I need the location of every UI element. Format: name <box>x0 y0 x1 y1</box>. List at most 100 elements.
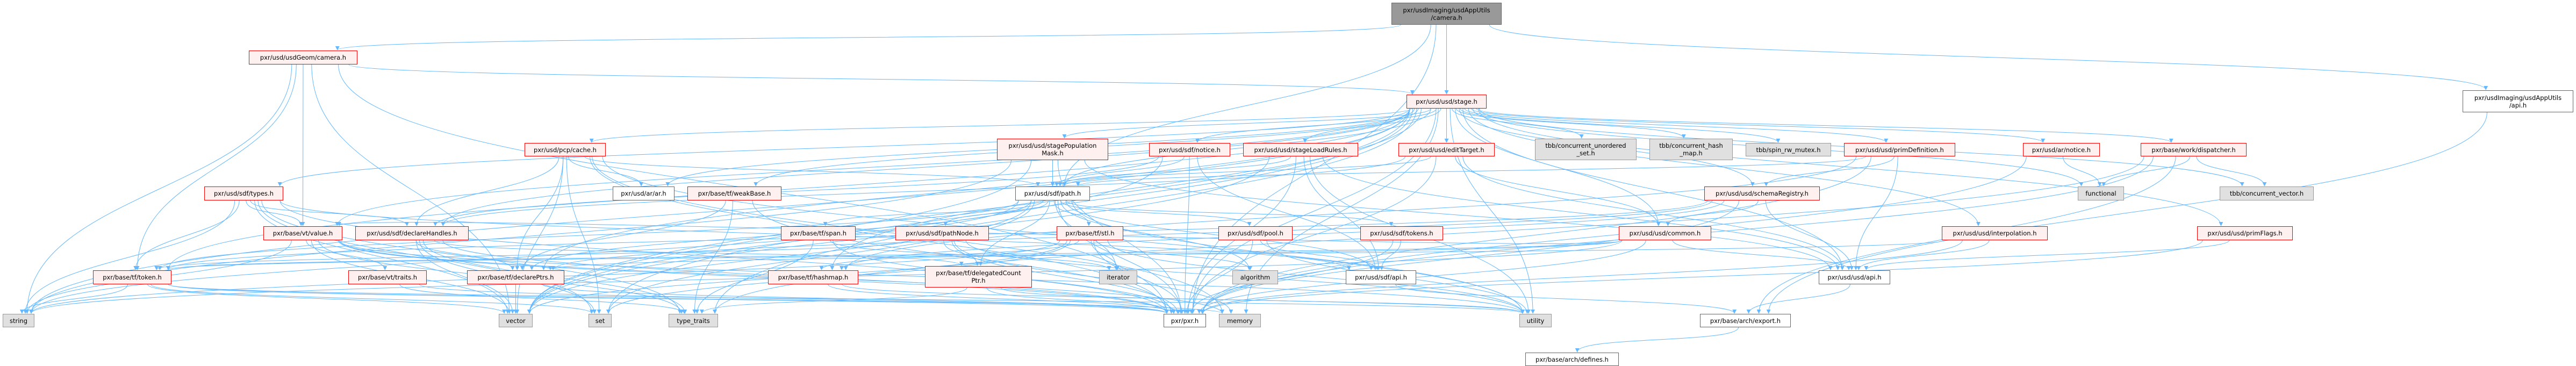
edge-edit-to-pxr <box>1190 156 1437 314</box>
edge-types-to-type_traits <box>261 200 682 314</box>
edge-stage-to-type_traits <box>713 108 1417 314</box>
node-common[interactable]: pxr/usd/usd/common.h <box>1619 226 1711 240</box>
edge-stage-to-slr <box>1303 108 1441 143</box>
edge-dcp-to-pxr <box>986 287 1181 314</box>
edge-stage-to-hashmap <box>830 108 1422 270</box>
node-span[interactable]: pxr/base/tf/span.h <box>781 226 856 240</box>
edge-tokens-to-sdfapi <box>1379 240 1401 270</box>
node-tbbus: tbb/concurrent_unordered _set.h <box>1535 139 1637 160</box>
edge-types-to-vector <box>254 200 510 314</box>
edge-stage-to-disp <box>1476 108 2173 143</box>
edge-slr-to-usdapi <box>1322 156 1840 270</box>
edge-types-to-declh <box>250 200 410 226</box>
edge-ugcam-to-string <box>25 64 292 314</box>
node-uaapi[interactable]: pxr/usdImaging/usdAppUtils /api.h <box>2463 90 2573 112</box>
edge-cache-to-declp <box>515 156 564 270</box>
edge-stage-to-cache <box>590 108 1412 143</box>
node-primflags[interactable]: pxr/usd/usd/primFlags.h <box>2197 226 2293 240</box>
edge-path-to-tokens <box>1066 200 1394 226</box>
node-vector: vector <box>499 314 533 327</box>
edge-span-to-iterator <box>830 240 1111 270</box>
node-export[interactable]: pxr/base/arch/export.h <box>1700 314 1791 327</box>
node-defines[interactable]: pxr/base/arch/defines.h <box>1525 353 1619 366</box>
edge-sdfnotice-to-pxr <box>1182 156 1190 314</box>
node-spm[interactable]: pxr/usd/usd/stagePopulation Mask.h <box>997 139 1108 160</box>
node-set: set <box>589 314 612 327</box>
node-sdfapi[interactable]: pxr/usd/sdf/api.h <box>1346 270 1416 284</box>
node-tbbvec: tbb/concurrent_vector.h <box>2220 186 2314 200</box>
edge-pool-to-pxr <box>1185 240 1253 314</box>
node-stl[interactable]: pxr/base/tf/stl.h <box>1057 226 1123 240</box>
edge-sdfnotice-to-declh <box>433 156 1159 226</box>
edge-pathnode-to-pxr <box>951 240 1180 314</box>
edge-cache-to-path <box>584 156 1041 186</box>
node-arnotice[interactable]: pxr/usd/ar/notice.h <box>2023 143 2100 156</box>
node-dcp[interactable]: pxr/base/tf/delegatedCount Ptr.h <box>925 266 1032 288</box>
node-pathnode[interactable]: pxr/usd/sdf/pathNode.h <box>895 226 989 240</box>
node-path[interactable]: pxr/usd/sdf/path.h <box>1015 186 1090 200</box>
edge-slr-to-sdfapi <box>1303 156 1381 270</box>
edge-pathnode-to-token <box>154 240 910 270</box>
edge-root-to-uaapi <box>1489 24 2488 90</box>
node-pxr[interactable]: pxr/pxr.h <box>1164 314 1206 327</box>
edge-disp-to-tbbvec <box>2196 156 2267 186</box>
edge-stage-to-primflags <box>1478 108 2223 226</box>
node-declh[interactable]: pxr/usd/sdf/declareHandles.h <box>355 226 469 240</box>
edge-span-to-type_traits <box>694 240 814 314</box>
edge-sdfnotice-to-path <box>1054 156 1185 186</box>
edge-primdef-to-path <box>1076 156 1866 186</box>
node-string: string <box>3 314 34 327</box>
node-value[interactable]: pxr/base/vt/value.h <box>263 226 342 240</box>
node-slr[interactable]: pxr/usd/usd/stageLoadRules.h <box>1243 143 1358 156</box>
node-hashmap[interactable]: pxr/base/tf/hashmap.h <box>768 270 858 284</box>
node-utility: utility <box>1519 314 1552 327</box>
edge-common-to-token <box>166 240 1623 270</box>
edge-path-to-utility <box>1071 200 1525 314</box>
node-schema[interactable]: pxr/usd/usd/schemaRegistry.h <box>1704 186 1820 200</box>
node-primdef[interactable]: pxr/usd/usd/primDefinition.h <box>1844 143 1955 156</box>
edge-stage-to-arnotice <box>1470 108 2045 143</box>
node-tokens[interactable]: pxr/usd/sdf/tokens.h <box>1360 226 1443 240</box>
edge-cache-to-set <box>566 156 601 314</box>
node-sdfnotice[interactable]: pxr/usd/sdf/notice.h <box>1149 143 1230 156</box>
node-types[interactable]: pxr/usd/sdf/types.h <box>204 186 283 200</box>
node-disp[interactable]: pxr/base/work/dispatcher.h <box>2141 143 2247 156</box>
node-interp[interactable]: pxr/usd/usd/interpolation.h <box>1942 226 2048 240</box>
node-ugcam[interactable]: pxr/usd/usdGeom/camera.h <box>249 51 357 64</box>
edge-pool-to-sdfapi <box>1260 240 1380 270</box>
edge-export-to-defines <box>1575 327 1739 353</box>
edge-spm-to-usdapi <box>1084 160 1833 270</box>
edge-dcp-to-type_traits <box>700 287 967 314</box>
node-algorithm: algorithm <box>1232 270 1278 284</box>
edge-edit-to-path <box>1062 156 1431 186</box>
edge-tokens-to-pxr <box>1189 240 1394 314</box>
node-stage[interactable]: pxr/usd/usd/stage.h <box>1407 95 1487 109</box>
edge-sdfnotice-to-sdfapi <box>1197 156 1377 270</box>
edge-edit-to-declh <box>441 156 1405 226</box>
edge-schema-to-declp <box>551 200 1713 270</box>
node-traits[interactable]: pxr/base/vt/traits.h <box>348 270 427 284</box>
edge-value-to-traits <box>306 240 388 270</box>
edge-stage-to-spm <box>1062 108 1431 139</box>
edge-path-to-dcp <box>978 200 1050 266</box>
node-declp[interactable]: pxr/base/tf/declarePtrs.h <box>467 270 564 284</box>
node-pool[interactable]: pxr/usd/sdf/pool.h <box>1218 226 1293 240</box>
edge-stl-to-pxr <box>1093 240 1185 314</box>
node-root: pxr/usdImaging/usdAppUtils /camera.h <box>1391 3 1502 25</box>
edge-interp-to-token <box>166 240 1946 270</box>
edge-cache-to-vector <box>515 156 564 314</box>
node-edit[interactable]: pxr/usd/usd/editTarget.h <box>1398 143 1495 156</box>
node-ar[interactable]: pxr/usd/ar/ar.h <box>613 186 675 200</box>
edge-path-to-span <box>823 200 1044 226</box>
edge-interp-to-pxr <box>1201 240 1963 314</box>
node-weak[interactable]: pxr/base/tf/weakBase.h <box>687 186 781 200</box>
edge-root-to-path <box>1062 24 1431 186</box>
node-cache[interactable]: pxr/usd/pcp/cache.h <box>525 143 606 156</box>
node-usdapi[interactable]: pxr/usd/usd/api.h <box>1819 270 1890 284</box>
edge-uaapi-to-export <box>1766 112 2487 314</box>
edge-stage-to-tbbhm <box>1456 108 1686 139</box>
node-token[interactable]: pxr/base/tf/token.h <box>93 270 171 284</box>
edge-path-to-pxr <box>1057 200 1183 314</box>
edge-path-to-stl <box>1053 200 1091 226</box>
